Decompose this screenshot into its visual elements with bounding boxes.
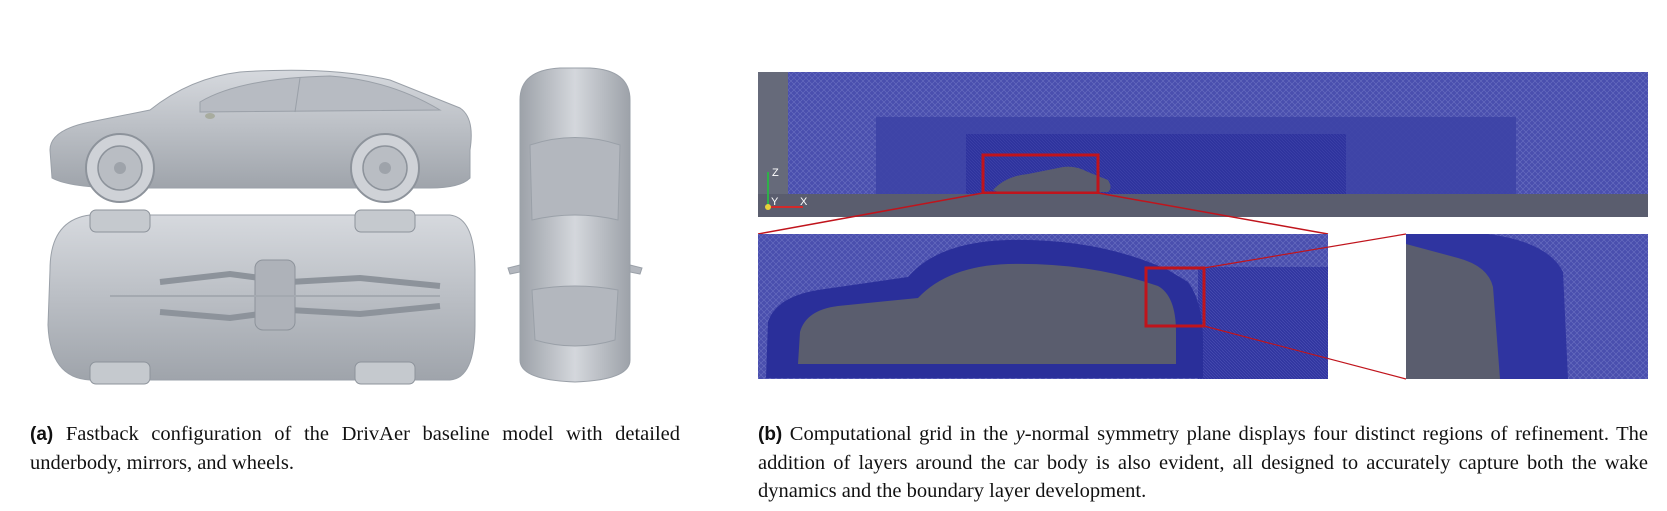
caption-a: (a) Fastback configuration of the DrivAe…	[30, 420, 680, 477]
car-side-view	[49, 69, 472, 203]
caption-b-variable: y	[1015, 423, 1025, 445]
connector-line	[1203, 325, 1407, 380]
zoom-box-1	[981, 153, 1100, 195]
car-rear-section	[1406, 244, 1500, 379]
caption-b-text-post: -normal symmetry plane displays four dis…	[758, 423, 1648, 502]
caption-a-text: Fastback configuration of the DrivAer ba…	[30, 423, 680, 474]
drivaer-model-views	[47, 67, 643, 385]
caption-a-tag: (a)	[30, 424, 54, 445]
caption-b-text-pre: Computational grid in the	[789, 423, 1016, 445]
connector-line	[1097, 192, 1329, 235]
car-underbody-view	[47, 209, 476, 385]
mesh-detail-rear	[1406, 234, 1648, 379]
panel-a-car-renders	[30, 60, 680, 390]
car-silhouette	[993, 166, 1111, 192]
zoom-box-2	[1144, 266, 1206, 328]
axis-label-z: Z	[772, 167, 779, 179]
axis-label-x: X	[800, 196, 808, 208]
mesh-overview: Z Y X	[758, 72, 1648, 217]
axis-label-y: Y	[771, 196, 779, 208]
connector-line	[757, 192, 984, 235]
caption-b-tag: (b)	[758, 424, 783, 445]
car-body-section	[798, 263, 1176, 364]
connector-line	[1203, 233, 1407, 269]
panel-b-mesh-figures: Z Y X	[757, 72, 1648, 412]
computational-grid-views: Z Y X	[757, 72, 1648, 380]
axis-triad: Z Y X	[765, 167, 808, 210]
mesh-zoom-car	[758, 234, 1328, 379]
car-top-view	[507, 67, 643, 383]
caption-b: (b) Computational grid in the y-normal s…	[758, 420, 1648, 505]
